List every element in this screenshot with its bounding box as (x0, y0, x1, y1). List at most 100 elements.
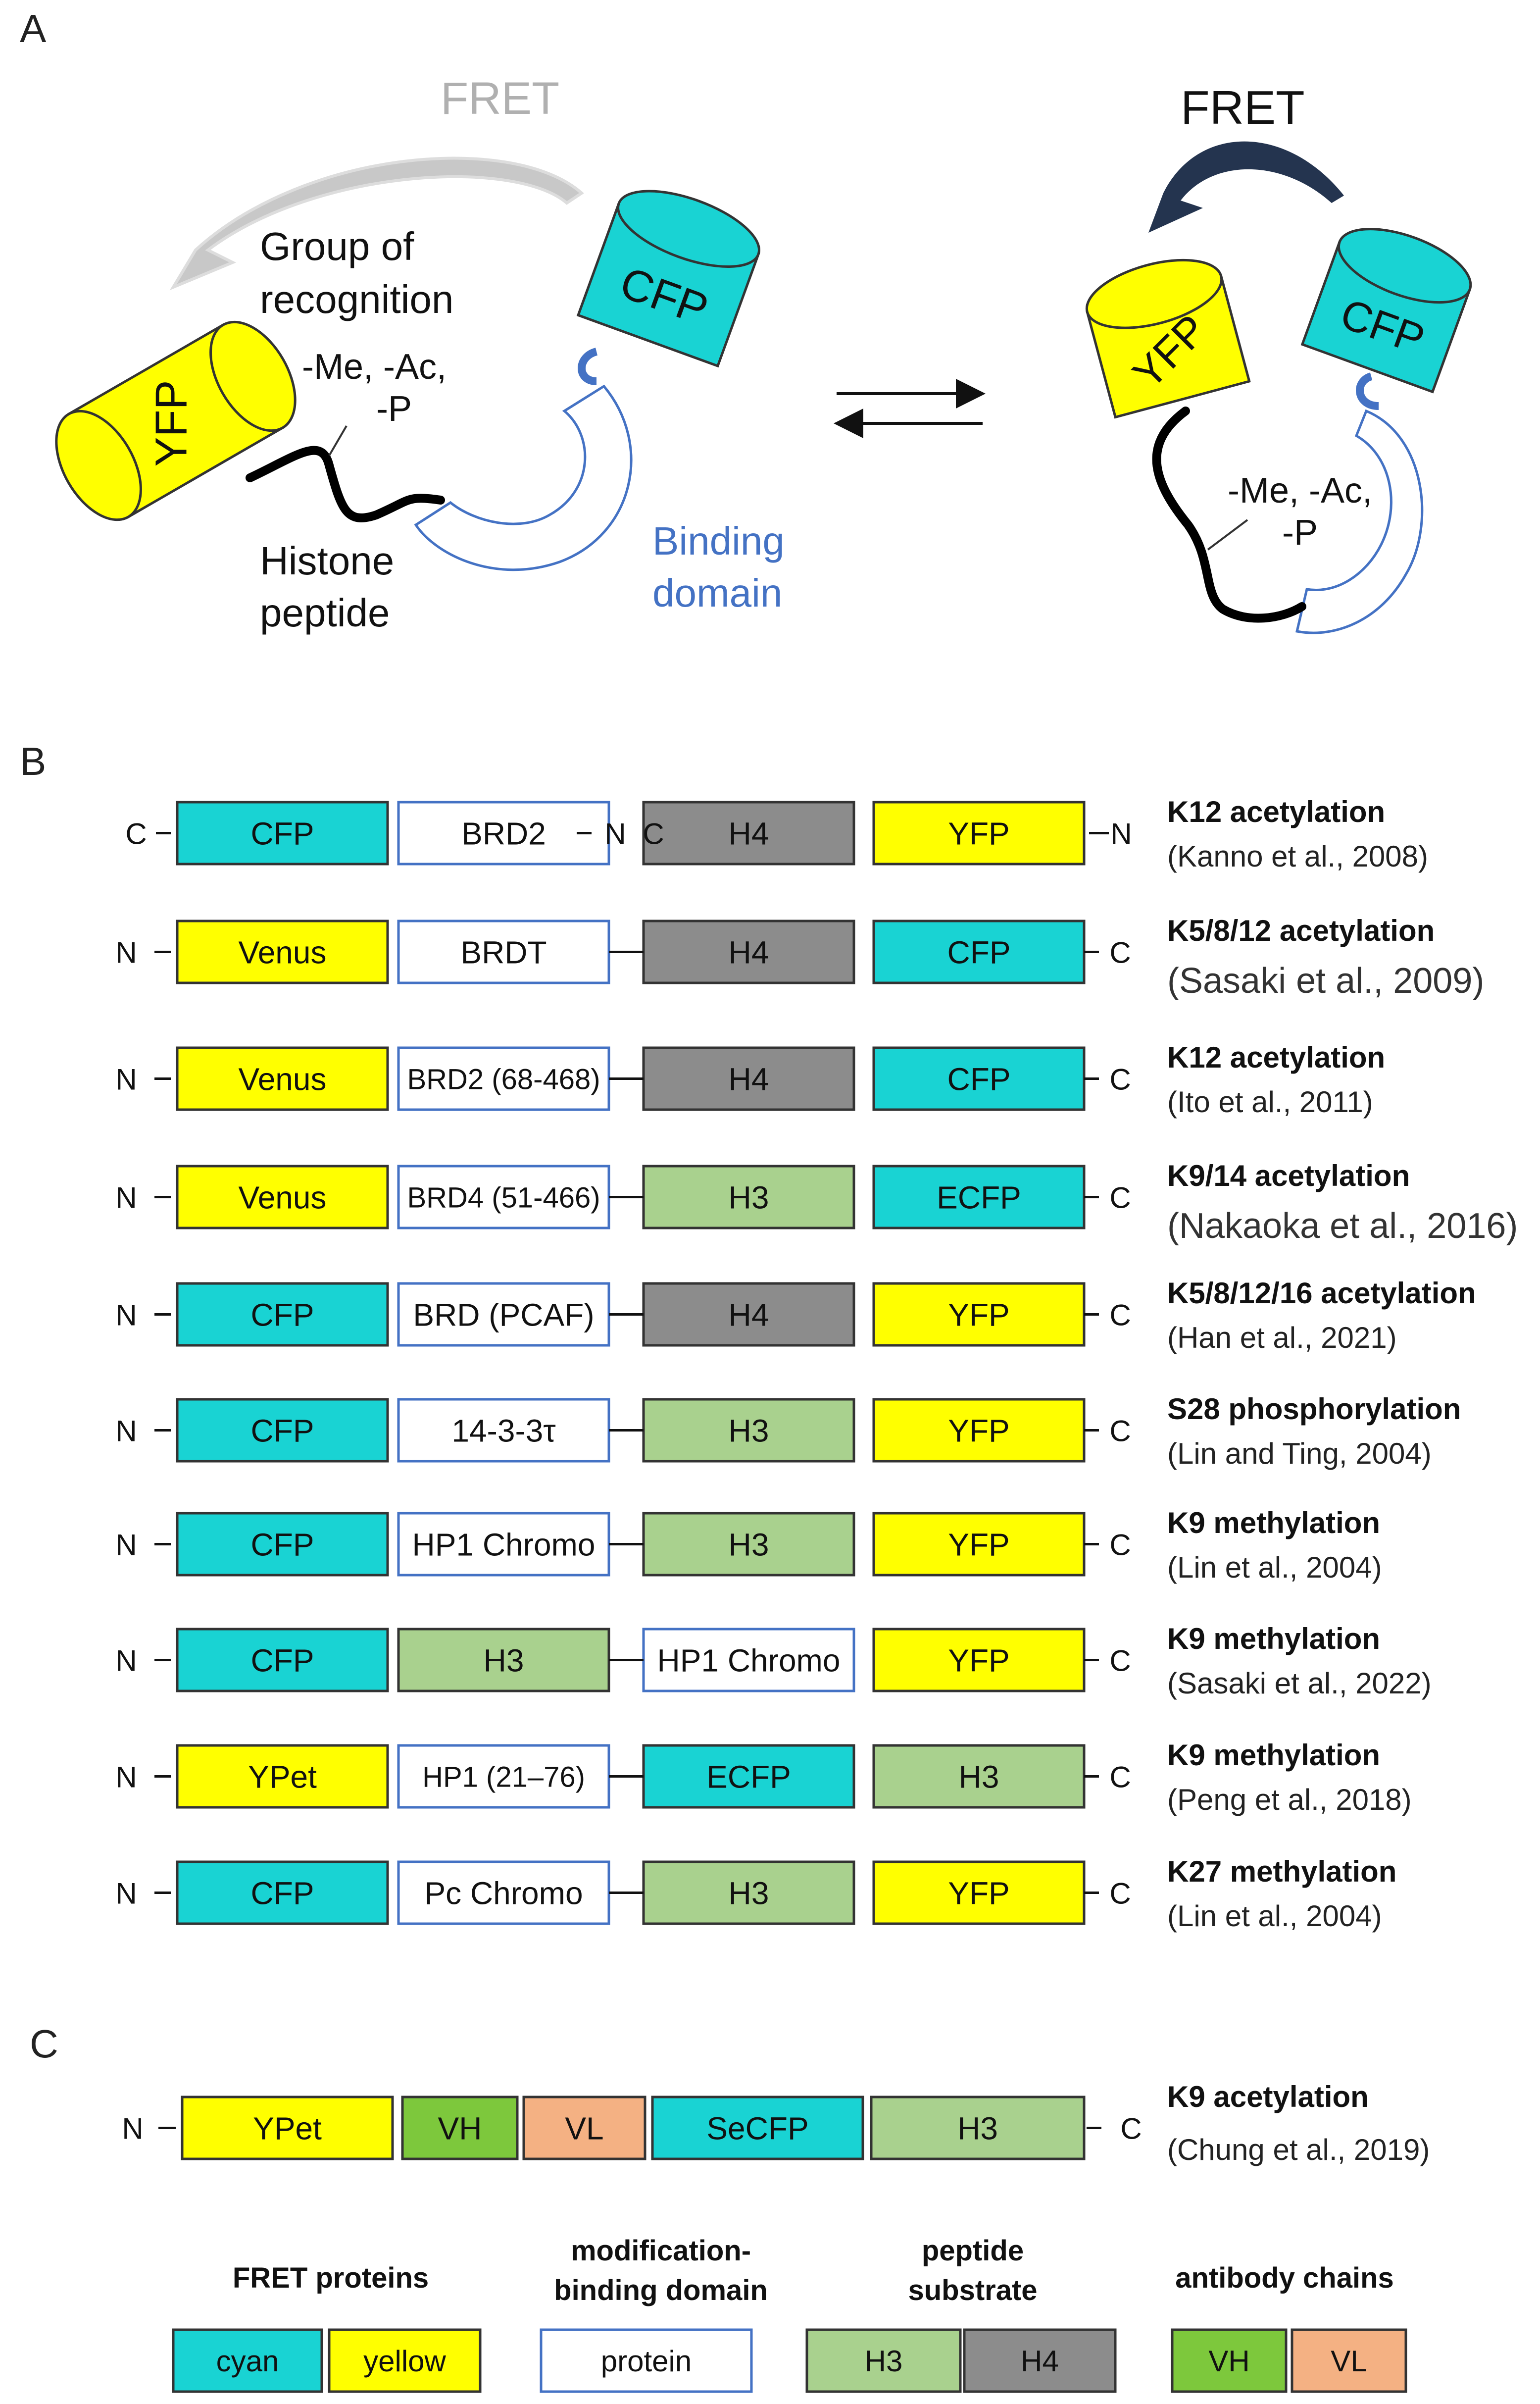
mods-left-label: -Me, -Ac, (302, 347, 447, 387)
construct-domain-box (176, 1860, 389, 1925)
construct-c-domain-box (181, 2096, 394, 2160)
construct-domain-box (176, 920, 389, 984)
construct-domain-label: CFP (251, 1297, 314, 1333)
construct-domain-box (397, 1512, 610, 1577)
construct-domain: H3 (642, 1398, 855, 1463)
construct-c-domain: SeCFP (651, 2096, 864, 2160)
group-of-recognition-label-2: recognition (260, 277, 453, 321)
reference-label: (Sasaki et al., 2022) (1167, 1667, 1432, 1700)
construct-domain: 14-3-3τ (397, 1398, 610, 1463)
construct-domain-label: BRD (PCAF) (413, 1297, 594, 1333)
modification-label: K9 methylation (1167, 1739, 1380, 1772)
construct-domain: YFP (872, 1512, 1086, 1577)
construct-domain: YFP (872, 1860, 1086, 1925)
construct-domain: Venus (176, 920, 389, 984)
construct-domain-box (872, 1628, 1086, 1692)
construct-domain-label: Venus (239, 935, 327, 971)
construct-domain-label: H4 (729, 1062, 769, 1097)
construct-domain-label: CFP (251, 1413, 314, 1449)
mod-pointer-right (1207, 519, 1248, 551)
binding-domain-label-2: domain (652, 571, 782, 615)
construct-domain: H3 (642, 1512, 855, 1577)
construct-domain-box (642, 1744, 855, 1809)
construct-domain: CFP (176, 801, 389, 866)
construct-domain: CFP (176, 1628, 389, 1692)
construct-domain-box (642, 1046, 855, 1111)
mods-left-label-2: -P (376, 389, 412, 429)
terminus-c: C (1109, 1181, 1131, 1215)
construct-domain-label: ECFP (706, 1759, 791, 1795)
fret-off-label: FRET (441, 73, 559, 124)
modification-label: K5/8/12 acetylation (1167, 914, 1435, 947)
legend-h4-box (963, 2328, 1117, 2393)
terminus-n: N (115, 1415, 137, 1448)
terminus-n: N (1110, 818, 1132, 851)
construct-domain-box (872, 920, 1086, 984)
construct-domain-box (397, 1744, 610, 1809)
construct-domain: CFP (176, 1512, 389, 1577)
construct-domain-label: CFP (251, 1527, 314, 1563)
terminus-c: C (1109, 1299, 1131, 1332)
legend-yellow: yellow (328, 2328, 482, 2393)
construct-domain: H4 (642, 801, 855, 866)
construct-domain-box (642, 1512, 855, 1577)
mods-right-label-2: -P (1282, 513, 1318, 553)
construct-domain-label: Venus (239, 1062, 327, 1097)
construct-domain-label: Venus (239, 1180, 327, 1216)
terminus-c: C (1109, 1529, 1131, 1562)
construct-domain-label: CFP (251, 1643, 314, 1679)
terminus-n: N (115, 1063, 137, 1096)
reference-label: (Sasaki et al., 2009) (1167, 961, 1484, 1001)
reference-label: (Chung et al., 2019) (1167, 2133, 1430, 2166)
construct-domain-box (176, 1628, 389, 1692)
fret-on-label: FRET (1181, 81, 1305, 134)
yfp-label-left: YFP (147, 380, 196, 466)
construct-domain-box (397, 1046, 610, 1111)
construct-domain-box (176, 1512, 389, 1577)
cfp-cylinder-left: CFP (576, 190, 760, 368)
reference-label: (Lin and Ting, 2004) (1167, 1437, 1432, 1470)
construct-domain-box (642, 920, 855, 984)
legend-h3: H3 (805, 2328, 962, 2393)
construct-c-domain: VH (401, 2096, 519, 2160)
construct-domain-label: YFP (948, 816, 1009, 852)
construct-domain-label: YFP (948, 1297, 1009, 1333)
construct-domain: BRD2 (397, 801, 610, 866)
construct-domain-label: CFP (251, 816, 314, 852)
legend-binding-domain-heading-2: binding domain (554, 2274, 768, 2306)
construct-domain: HP1 Chromo (642, 1628, 855, 1692)
modification-label: K5/8/12/16 acetylation (1167, 1277, 1476, 1310)
construct-domain: HP1 (21–76) (397, 1744, 610, 1809)
construct-domain-label: BRD4 (51-466) (407, 1181, 600, 1214)
terminus-n: N (115, 1644, 137, 1678)
terminus-c: C (1109, 936, 1131, 970)
construct-domain-label: YFP (948, 1413, 1009, 1449)
terminus-c: C (1109, 1415, 1131, 1448)
legend-vl-label: VL (1331, 2345, 1367, 2378)
construct-c-domain-box (870, 2096, 1086, 2160)
construct-domain-box (397, 801, 610, 866)
panel-b-label: B (20, 739, 46, 783)
construct-domain-box (176, 1744, 389, 1809)
construct-c-domain-box (401, 2096, 519, 2160)
binding-domain-left (414, 384, 633, 571)
legend: FRET proteins modification- binding doma… (172, 2235, 1407, 2393)
construct-domain-box (176, 1165, 389, 1229)
construct-domain: YFP (872, 801, 1086, 866)
construct-domain-box (397, 1398, 610, 1463)
construct-domain: CFP (176, 1860, 389, 1925)
legend-h3-box (805, 2328, 962, 2393)
construct-domain-box (397, 1860, 610, 1925)
construct-domain-label: HP1 Chromo (412, 1527, 596, 1563)
modification-label: K9 methylation (1167, 1622, 1380, 1655)
construct-domain: Venus (176, 1165, 389, 1229)
